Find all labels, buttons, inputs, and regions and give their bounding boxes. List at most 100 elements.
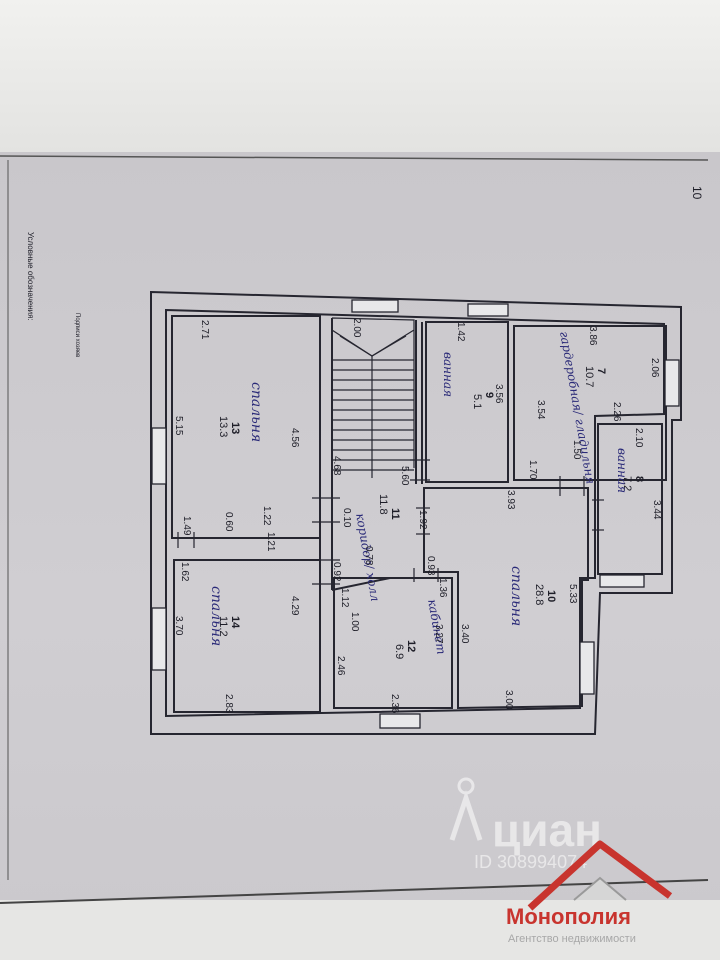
cian-logo-mark <box>449 790 483 841</box>
dim-1-70: 1.70 <box>527 460 538 480</box>
window-room-7 <box>664 359 680 407</box>
staircase <box>331 317 415 478</box>
dim-1-50: 1.50 <box>571 440 582 460</box>
room-9-number: 9 <box>483 392 495 398</box>
window-room-13 <box>151 427 167 485</box>
page-number: 10 <box>690 186 704 200</box>
agency-mountain-icon <box>573 876 627 901</box>
dim-2-00: 2.00 <box>351 318 362 338</box>
door-marks <box>177 459 604 585</box>
window-bath-9 <box>467 303 509 317</box>
room-14-area: 11.2 <box>217 616 229 637</box>
cian-id-text: ID 308994074 <box>474 852 587 872</box>
window-room-14 <box>151 607 167 671</box>
sheet-bottom-line <box>0 879 709 904</box>
room-9-name: ванная <box>441 352 455 397</box>
room-10-outline <box>423 487 589 710</box>
dim-3-86: 3.86 <box>587 326 598 346</box>
room-13-number: 13 <box>229 422 241 434</box>
room-14-number: 14 <box>229 616 241 629</box>
dim-5-15: 5.15 <box>173 416 184 436</box>
window-room-8 <box>599 574 645 588</box>
room-13-outline <box>171 315 321 539</box>
dim-2-36: 2.36 <box>389 694 400 714</box>
room-9-area: 5.1 <box>471 394 483 409</box>
dim-1-49: 1.49 <box>181 516 192 536</box>
room-8-number: 8 <box>633 476 645 482</box>
dim-1-36: 1.36 <box>437 578 448 598</box>
outer-wall-outer <box>150 290 682 735</box>
dim-5-60: 5.60 <box>399 466 410 486</box>
room-7-number: 7 <box>595 368 607 374</box>
room-11-area: 11.8 <box>377 494 389 515</box>
room-14-outline <box>173 559 321 713</box>
dim-0-78: 0.78 <box>363 546 374 566</box>
dim-1-12: 1.12 <box>339 588 350 608</box>
room-12-area: 6.9 <box>393 644 405 659</box>
window-room-12 <box>379 713 421 729</box>
room-12-number: 12 <box>405 640 417 652</box>
room-12-outline <box>333 577 453 709</box>
cian-watermark: циан ID 308994074 <box>449 777 602 872</box>
room-7-name: гардеробная/ гладильня <box>557 330 598 485</box>
background-wall <box>0 0 720 152</box>
background-table <box>0 900 720 960</box>
legend-note: Подписи хозяев <box>74 313 80 357</box>
room-10-number: 10 <box>545 590 557 602</box>
room-13-name: спальня <box>248 382 264 442</box>
cian-brand-text: циан <box>492 804 602 856</box>
walls <box>150 290 682 735</box>
dim-2-06: 2.06 <box>649 358 660 378</box>
dim-0-93: 0.93 <box>425 556 436 576</box>
dim-3-56: 3.56 <box>493 384 504 404</box>
dim-1-92: 1.92 <box>417 510 428 530</box>
dim-1-21: 1.21 <box>265 532 276 552</box>
dim-3-00: 3.00 <box>503 690 514 710</box>
agency-roof-icon <box>527 840 673 911</box>
dim-4-56: 4.56 <box>289 428 300 448</box>
agency-name: Монополия <box>506 904 631 929</box>
room-8-outline <box>597 423 663 575</box>
room-8-name: ванная <box>615 448 629 493</box>
room-10-area: 28.8 <box>533 584 545 605</box>
dim-3-54: 3.54 <box>535 400 546 420</box>
legend-title: Условные обозначения: <box>26 232 35 321</box>
dim-3-93: 3.93 <box>505 490 516 510</box>
room-10-name: спальня <box>508 566 524 626</box>
room-8-area: 7.2 <box>621 476 633 491</box>
dim-1-62: 1.62 <box>179 562 190 582</box>
room-13-area: 13.3 <box>217 416 229 437</box>
sheet-top-line <box>0 155 709 161</box>
dim-4-68: 4.68 <box>331 456 342 476</box>
agency-watermark: Монополия Агентство недвижимости <box>506 840 673 945</box>
dimension-labels: 2.71 4.56 5.15 1.22 1.49 0.60 1.21 1.62 … <box>173 318 662 714</box>
dim-3-27: 3.27 <box>433 624 444 644</box>
windows <box>151 299 680 729</box>
dim-3-40: 3.40 <box>459 624 470 644</box>
window-stairs <box>351 299 399 313</box>
outer-wall-inner <box>165 308 665 718</box>
dim-0-92: 0.92 <box>331 562 342 582</box>
dim-1-22: 1.22 <box>261 506 272 526</box>
dim-0-60: 0.60 <box>223 512 234 532</box>
dim-2-83: 2.83 <box>223 694 234 714</box>
dim-3-70: 3.70 <box>173 616 184 636</box>
dim-3-44: 3.44 <box>651 500 662 520</box>
room-14-name: спальня <box>208 586 224 646</box>
dim-2-46: 2.46 <box>335 656 346 676</box>
dim-2-71: 2.71 <box>199 320 210 340</box>
room-11-number: 11 <box>389 508 401 520</box>
dim-2-26: 2.26 <box>611 402 622 422</box>
window-room-10 <box>579 641 595 695</box>
room-7-area: 10.7 <box>583 366 595 387</box>
dim-4-29: 4.29 <box>289 596 300 616</box>
dim-5-33: 5.33 <box>567 584 578 604</box>
dim-2-10: 2.10 <box>633 428 644 448</box>
dim-0-10: 0.10 <box>341 508 352 528</box>
dim-1-42: 1.42 <box>455 322 466 342</box>
dim-1-00: 1.00 <box>349 612 360 632</box>
room-9-outline <box>425 321 509 483</box>
agency-subtitle: Агентство недвижимости <box>508 933 636 945</box>
floor-plan-sheet <box>0 152 720 912</box>
